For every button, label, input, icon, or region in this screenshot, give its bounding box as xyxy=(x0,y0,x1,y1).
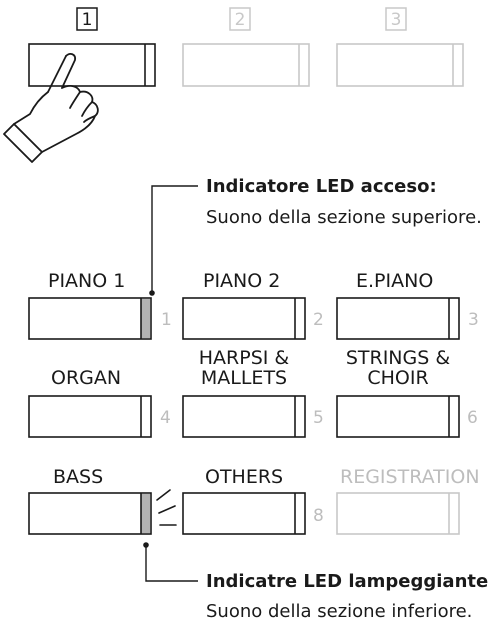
led-indicator-blinking xyxy=(141,494,150,533)
button-number-3: 3 xyxy=(468,310,479,330)
step-indicator-3: 3 xyxy=(386,8,406,30)
bottom-annotation-desc: Suono della sezione inferiore. xyxy=(206,601,472,622)
bottom-annotation: Indicatre LED lampeggiante: Suono della … xyxy=(143,542,490,622)
button-label-bass: BASS xyxy=(53,466,103,488)
sound-button-piano-1[interactable] xyxy=(29,298,151,339)
button-label-e-piano: E.PIANO xyxy=(356,270,433,292)
button-label-harpsi-line2: MALLETS xyxy=(201,367,287,389)
button-label-strings-line2: CHOIR xyxy=(367,367,428,389)
button-label-harpsi-line1: HARPSI & xyxy=(199,347,290,369)
bottom-annotation-title: Indicatre LED lampeggiante: xyxy=(206,571,490,592)
button-number-5: 5 xyxy=(313,408,324,428)
sound-button-piano-2[interactable] xyxy=(183,298,305,339)
top-annotation-title: Indicatore LED acceso: xyxy=(206,176,437,197)
button-number-8: 8 xyxy=(313,506,324,526)
button-number-2: 2 xyxy=(313,310,324,330)
sound-button-organ[interactable] xyxy=(29,396,151,437)
sound-button-registration[interactable] xyxy=(337,493,459,534)
step-button-1[interactable] xyxy=(29,44,155,86)
button-label-strings-line1: STRINGS & xyxy=(346,347,451,369)
sound-button-harpsi-mallets[interactable] xyxy=(183,396,305,437)
button-label-organ: ORGAN xyxy=(51,367,121,389)
sound-button-bass[interactable] xyxy=(29,493,151,534)
step-indicator-1: 1 xyxy=(77,8,97,30)
button-number-4: 4 xyxy=(160,408,171,428)
button-number-6: 6 xyxy=(467,408,478,428)
button-label-others: OTHERS xyxy=(205,466,283,488)
button-label-piano-1: PIANO 1 xyxy=(48,270,125,292)
step-label-2: 2 xyxy=(235,10,246,30)
step-label-1: 1 xyxy=(82,10,93,30)
led-indicator-on xyxy=(141,299,150,338)
top-annotation-desc: Suono della sezione superiore. xyxy=(206,207,482,228)
sound-button-others[interactable] xyxy=(183,493,305,534)
step-indicator-2: 2 xyxy=(230,8,250,30)
button-number-1: 1 xyxy=(161,310,172,330)
step-label-3: 3 xyxy=(391,10,402,30)
step-button-2[interactable] xyxy=(183,44,309,86)
led-blink-rays-icon xyxy=(157,490,176,525)
sound-button-strings-choir[interactable] xyxy=(337,396,459,437)
sound-button-e-piano[interactable] xyxy=(337,298,459,339)
button-label-registration: REGISTRATION xyxy=(340,466,480,488)
step-button-3[interactable] xyxy=(337,44,463,86)
button-label-piano-2: PIANO 2 xyxy=(203,270,280,292)
